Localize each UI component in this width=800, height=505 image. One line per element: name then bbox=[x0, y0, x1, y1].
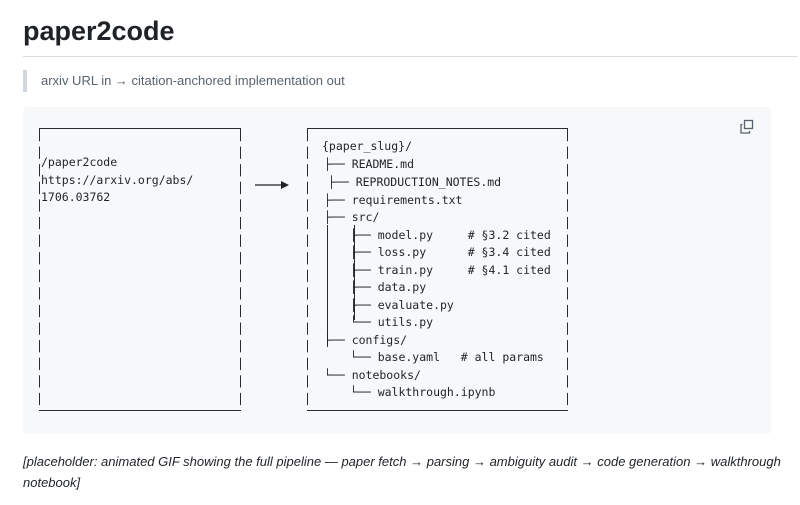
tree-item-utils: └── utils.py bbox=[350, 315, 434, 329]
tree-item-notebooks: └── notebooks/ bbox=[324, 368, 421, 382]
gif-placeholder-caption: [placeholder: animated GIF showing the f… bbox=[23, 454, 781, 490]
tree-item-src: ├── src/ bbox=[324, 210, 380, 224]
tree-item-base-yaml: └── base.yaml # all params bbox=[350, 350, 544, 364]
copy-icon bbox=[740, 119, 754, 134]
output-box-left-border bbox=[307, 129, 308, 410]
tree-item-data: ├── data.py bbox=[350, 280, 427, 294]
tree-guide-src bbox=[354, 225, 355, 320]
tree-item-loss: ├── loss.py # §3.4 cited bbox=[350, 245, 551, 259]
tree-guide-root bbox=[327, 225, 328, 345]
copy-button[interactable] bbox=[737, 117, 757, 137]
output-box-right-border bbox=[567, 129, 568, 410]
title-divider bbox=[23, 56, 797, 57]
tree-item-train: ├── train.py # §4.1 cited bbox=[350, 263, 551, 277]
tree-item-model: ├── model.py # §3.2 cited bbox=[350, 228, 551, 242]
input-box-right-border bbox=[240, 129, 241, 410]
tagline-blockquote: arxiv URL in → citation-anchored impleme… bbox=[23, 70, 345, 92]
tree-item-evaluate: ├── evaluate.py bbox=[350, 298, 454, 312]
tree-item-walkthrough: └── walkthrough.ipynb bbox=[350, 385, 496, 399]
diagram-code-block: /paper2code https://arxiv.org/abs/ 1706.… bbox=[23, 107, 771, 434]
pipeline-arrow-icon bbox=[255, 181, 289, 189]
input-box-left-border bbox=[39, 129, 40, 410]
tree-item-requirements: ├── requirements.txt bbox=[324, 193, 463, 207]
page-title: paper2code bbox=[23, 16, 175, 46]
output-tree-box bbox=[307, 128, 568, 411]
tree-item-readme: ├── README.md bbox=[324, 157, 415, 171]
tree-item-configs: ├── configs/ bbox=[324, 333, 408, 347]
tree-item-reproduction-notes: ├── REPRODUCTION_NOTES.md bbox=[328, 175, 502, 189]
tree-root: {paper_slug}/ bbox=[322, 139, 413, 153]
input-box bbox=[39, 128, 241, 411]
input-command-text: /paper2code https://arxiv.org/abs/ 1706.… bbox=[41, 155, 194, 205]
